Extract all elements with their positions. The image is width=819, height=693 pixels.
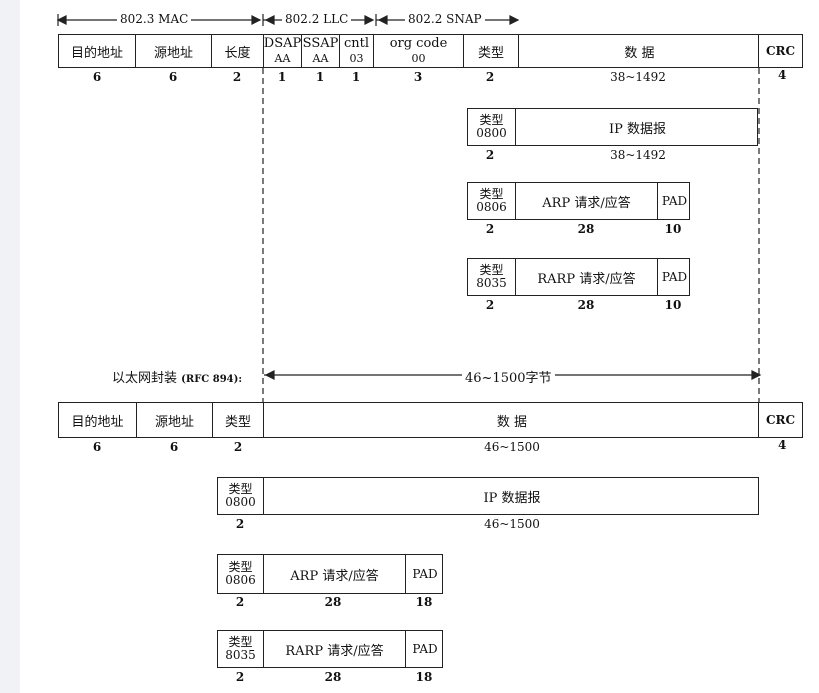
field-dest-addr: 目的地址 [59,35,136,67]
enc2-arp-size-body: 28 [324,595,342,609]
enc2-rarp-body: RARP 请求/应答 [264,631,406,667]
enc2-rarp-frame: 类型 8035 RARP 请求/应答 PAD [217,630,443,668]
ssap-value: AA [312,52,329,65]
field-data: 数 据 [624,45,655,61]
enc1-arp-type-label: 类型 [479,187,504,201]
enc2-rarp-size-type: 2 [235,670,245,684]
org-label: org code [389,36,448,51]
dsap-value: AA [274,52,291,65]
enc1-ip-size-body: 38~1492 [610,148,666,162]
eth-field-dest-addr: 目的地址 [59,403,137,437]
eth-size-src: 6 [169,440,179,454]
enc1-ip-body: IP 数据报 [608,121,666,137]
size-length: 2 [232,70,242,84]
enc2-rarp-type-code: 8035 [225,648,256,662]
left-margin-bar [0,0,20,693]
size-type: 2 [485,70,495,84]
header-mac: 802.3 MAC [117,12,192,26]
enc2-rarp-pad: PAD [412,642,438,656]
enc2-ip-frame: 类型 0800 IP 数据报 [217,477,759,515]
enc1-ip-type: 类型 0800 [468,109,516,145]
enc1-rarp-size-type: 2 [485,298,495,312]
field-crc: CRC [759,34,803,68]
enc1-rarp-type-code: 8035 [476,276,507,290]
enc2-ip-body: IP 数据报 [483,490,541,506]
enc1-rarp-frame: 类型 8035 RARP 请求/应答 PAD [467,258,690,296]
enc2-rarp-size-pad: 18 [415,670,433,684]
enc1-rarp-size-body: 28 [577,298,595,312]
field-length: 长度 [212,35,264,67]
ethernet-rfc: (RFC 894): [181,374,243,385]
enc2-arp-pad: PAD [412,567,438,581]
ssap-label: SSAP [302,36,339,51]
ethernet-label: 以太网封装 [112,371,178,386]
eth-field-src-addr: 源地址 [137,403,213,437]
enc1-arp-pad: PAD [661,194,688,208]
enc1-arp-size-body: 28 [577,222,595,236]
enc2-arp-type-label: 类型 [228,560,253,574]
size-dest: 6 [92,70,102,84]
enc2-arp-type-code: 0806 [225,573,256,587]
enc2-ip-type-label: 类型 [228,482,253,496]
eth-field-data: 数 据 [496,414,528,430]
cntl-label: cntl [343,36,370,51]
size-cntl: 1 [351,70,361,84]
eth-size-data: 46~1500 [484,440,540,454]
eth-size-type: 2 [233,440,243,454]
eth-field-type: 类型 [213,403,264,437]
enc1-rarp-type: 类型 8035 [468,259,516,295]
size-ssap: 1 [315,70,325,84]
enc1-ip-type-code: 0800 [476,126,507,140]
field-ssap: SSAP AA [302,35,340,67]
dsap-label: DSAP [263,36,302,51]
eth-field-crc: CRC [759,402,803,438]
enc2-rarp-size-body: 28 [324,670,342,684]
enc1-arp-frame: 类型 0806 ARP 请求/应答 PAD [467,182,690,220]
size-crc: 4 [778,68,787,82]
enc1-rarp-body: RARP 请求/应答 [516,259,658,295]
enc2-ip-type-code: 0800 [225,495,256,509]
enc1-arp-type-code: 0806 [476,200,507,214]
eth-size-dest: 6 [92,440,102,454]
cntl-value: 03 [349,52,364,65]
eth-size-crc: 4 [778,438,787,452]
field-src-addr: 源地址 [136,35,212,67]
size-data: 38~1492 [610,70,666,84]
enc1-arp-body: ARP 请求/应答 [516,183,658,219]
ethernet-range: 46~1500字节 [462,367,555,386]
field-type: 类型 [464,35,519,67]
enc1-rarp-size-pad: 10 [664,298,682,312]
enc2-arp-size-pad: 18 [415,595,433,609]
enc1-ip-type-label: 类型 [479,113,504,127]
ethernet-encap-label: 以太网封装 (RFC 894): [112,367,242,386]
field-dsap: DSAP AA [264,35,302,67]
enc1-ip-frame: 类型 0800 IP 数据报 [467,108,758,146]
header-llc: 802.2 LLC [282,12,352,26]
field-org-code: org code 00 [374,35,464,67]
field-cntl: cntl 03 [340,35,374,67]
enc2-arp-size-type: 2 [235,595,245,609]
enc2-arp-frame: 类型 0806 ARP 请求/应答 PAD [217,554,443,594]
frame-ethernet: 目的地址 源地址 类型 数 据 [58,402,759,438]
enc2-ip-size-type: 2 [235,517,245,531]
enc2-arp-type: 类型 0806 [218,555,264,593]
org-value: 00 [411,52,426,65]
enc1-rarp-pad: PAD [661,270,688,284]
enc1-arp-size-type: 2 [485,222,495,236]
enc1-rarp-type-label: 类型 [479,263,504,277]
enc2-ip-type: 类型 0800 [218,478,264,514]
enc2-rarp-type-label: 类型 [228,635,253,649]
enc2-ip-size-body: 46~1500 [484,517,540,531]
header-snap: 802.2 SNAP [405,12,485,26]
enc2-rarp-type: 类型 8035 [218,631,264,667]
enc1-arp-type: 类型 0806 [468,183,516,219]
frame-8023: 目的地址 源地址 长度 DSAP AA SSAP AA cntl 03 org … [58,34,759,68]
size-org: 3 [413,70,423,84]
enc2-arp-body: ARP 请求/应答 [264,555,406,593]
enc1-arp-size-pad: 10 [664,222,682,236]
enc1-ip-size-type: 2 [485,148,495,162]
size-dsap: 1 [277,70,287,84]
size-src: 6 [168,70,178,84]
